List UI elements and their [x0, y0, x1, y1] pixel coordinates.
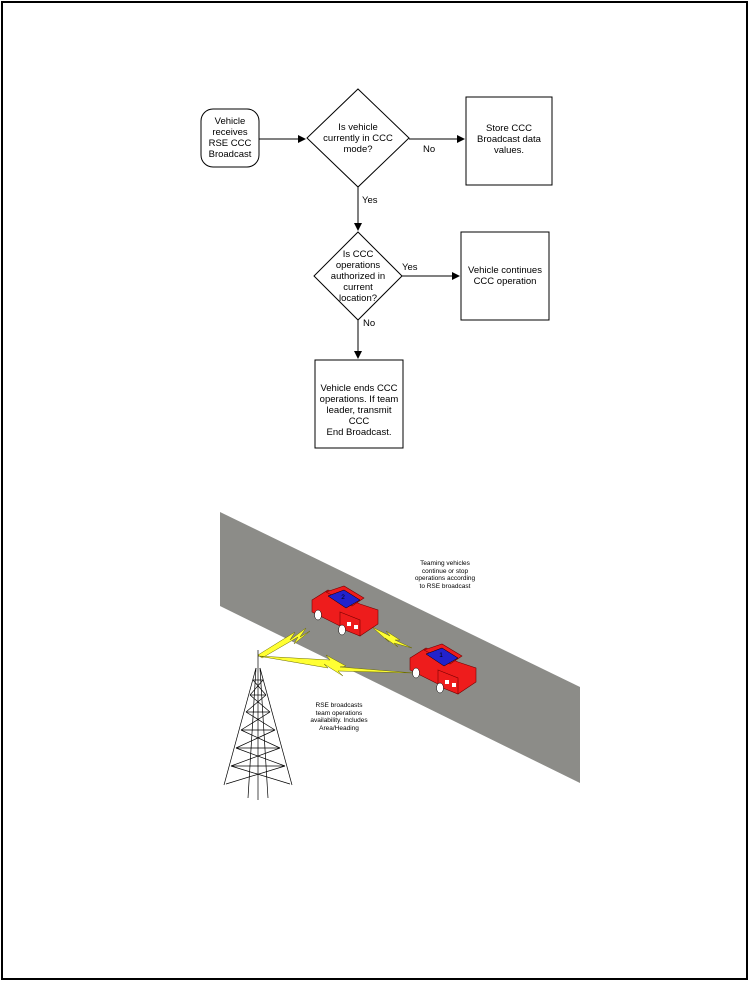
- edge-label-no-store: No: [423, 144, 436, 155]
- signal-bolt-car-to-car: [371, 626, 413, 649]
- end-box: [314, 359, 404, 449]
- signal-bolt-tower-car2: [257, 627, 311, 659]
- store-values-label: Store CCC Broadcast data values.: [477, 123, 541, 156]
- car-2-number: 2: [341, 594, 345, 601]
- car-1-number: 1: [439, 652, 443, 659]
- decision-ccc-mode-label: Is vehicle currently in CCC mode?: [323, 121, 393, 155]
- edge-label-yes-authorized: Yes: [362, 195, 378, 206]
- car-2: [311, 585, 379, 637]
- road: [220, 512, 580, 783]
- continue-label: Vehicle continues CCC operation: [468, 265, 542, 287]
- rse-note: RSE broadcasts team operations availabil…: [310, 702, 368, 732]
- start-terminal: [200, 108, 260, 168]
- teaming-note: Teaming vehicles continue or stop operat…: [414, 560, 476, 590]
- edge-label-no-end: No: [363, 318, 376, 329]
- store-values-box: [465, 96, 553, 186]
- edge-label-yes-continue: Yes: [402, 262, 418, 273]
- rse-tower: [223, 650, 293, 800]
- end-operation-label: Vehicle ends CCC operations. If team lea…: [319, 383, 399, 438]
- start-terminal-label: Vehicle receives RSE CCC Broadcast: [208, 116, 252, 160]
- continue-box: [460, 231, 550, 321]
- decision-authorized-label: Is CCC operations authorized in current …: [330, 248, 386, 304]
- car-1: [409, 643, 477, 695]
